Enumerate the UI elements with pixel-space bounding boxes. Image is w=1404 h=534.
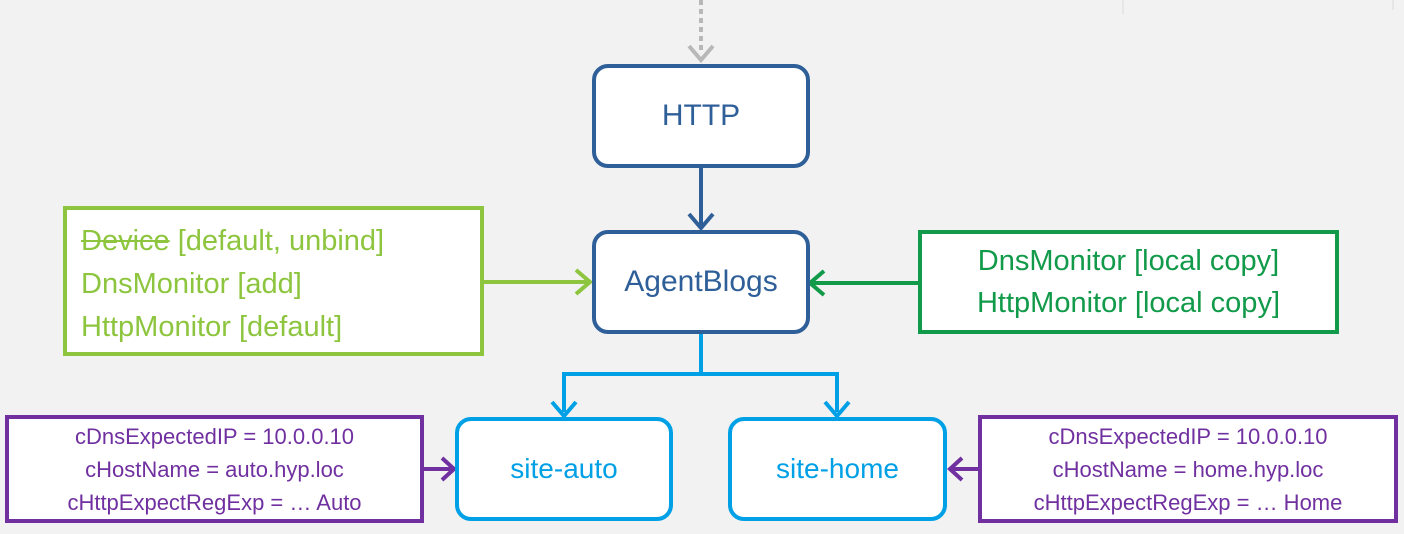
agentblogs-node-label: AgentBlogs	[624, 265, 778, 298]
http-to-agentblogs-arrow	[687, 168, 715, 232]
home-var-dns-expected-ip: cDnsExpectedIP = 10.0.0.10	[1048, 423, 1328, 449]
local-copy-line-httpmonitor: HttpMonitor [local copy]	[976, 287, 1280, 319]
template-device-struck: Device	[81, 225, 170, 257]
agentblogs-local-copy-box: DnsMonitor [local copy] HttpMonitor [loc…	[918, 230, 1339, 334]
site-auto-node-label: site-auto	[510, 453, 618, 484]
template-line-device: Device [default, unbind]	[81, 220, 480, 263]
agentblogs-to-sites-arrows	[550, 334, 851, 420]
home-vars-to-site-home-arrow	[947, 456, 980, 482]
http-node: HTTP	[592, 64, 810, 168]
auto-vars-to-site-auto-arrow	[424, 456, 457, 482]
template-line-dnsmonitor: DnsMonitor [add]	[81, 268, 302, 300]
site-home-node-label: site-home	[776, 453, 899, 484]
agentblogs-node: AgentBlogs	[592, 230, 810, 334]
auto-var-http-expect-regexp: cHttpExpectRegExp = … Auto	[67, 489, 362, 515]
right-box-to-agentblogs-arrow	[806, 269, 918, 297]
home-var-hostname: cHostName = home.hyp.loc	[1052, 456, 1324, 482]
site-home-node: site-home	[728, 417, 947, 521]
background-mark	[1122, 0, 1124, 14]
local-copy-line-dnsmonitor: DnsMonitor [local copy]	[977, 245, 1280, 277]
auto-var-hostname: cHostName = auto.hyp.loc	[85, 456, 344, 482]
agentblogs-template-box: Device [default, unbind] DnsMonitor [add…	[63, 206, 484, 356]
template-line-httpmonitor: HttpMonitor [default]	[81, 311, 343, 343]
site-auto-node: site-auto	[455, 417, 673, 521]
http-node-label: HTTP	[661, 99, 741, 132]
incoming-dashed-arrow	[687, 0, 715, 64]
home-var-http-expect-regexp: cHttpExpectRegExp = … Home	[1033, 489, 1343, 515]
auto-var-dns-expected-ip: cDnsExpectedIP = 10.0.0.10	[74, 423, 355, 449]
background-mark	[1392, 0, 1394, 10]
site-auto-variables-box: cDnsExpectedIP = 10.0.0.10 cHostName = a…	[5, 415, 424, 523]
left-box-to-agentblogs-arrow	[484, 268, 594, 296]
site-home-variables-box: cDnsExpectedIP = 10.0.0.10 cHostName = h…	[978, 415, 1398, 523]
template-device-rest: [default, unbind]	[169, 225, 385, 257]
